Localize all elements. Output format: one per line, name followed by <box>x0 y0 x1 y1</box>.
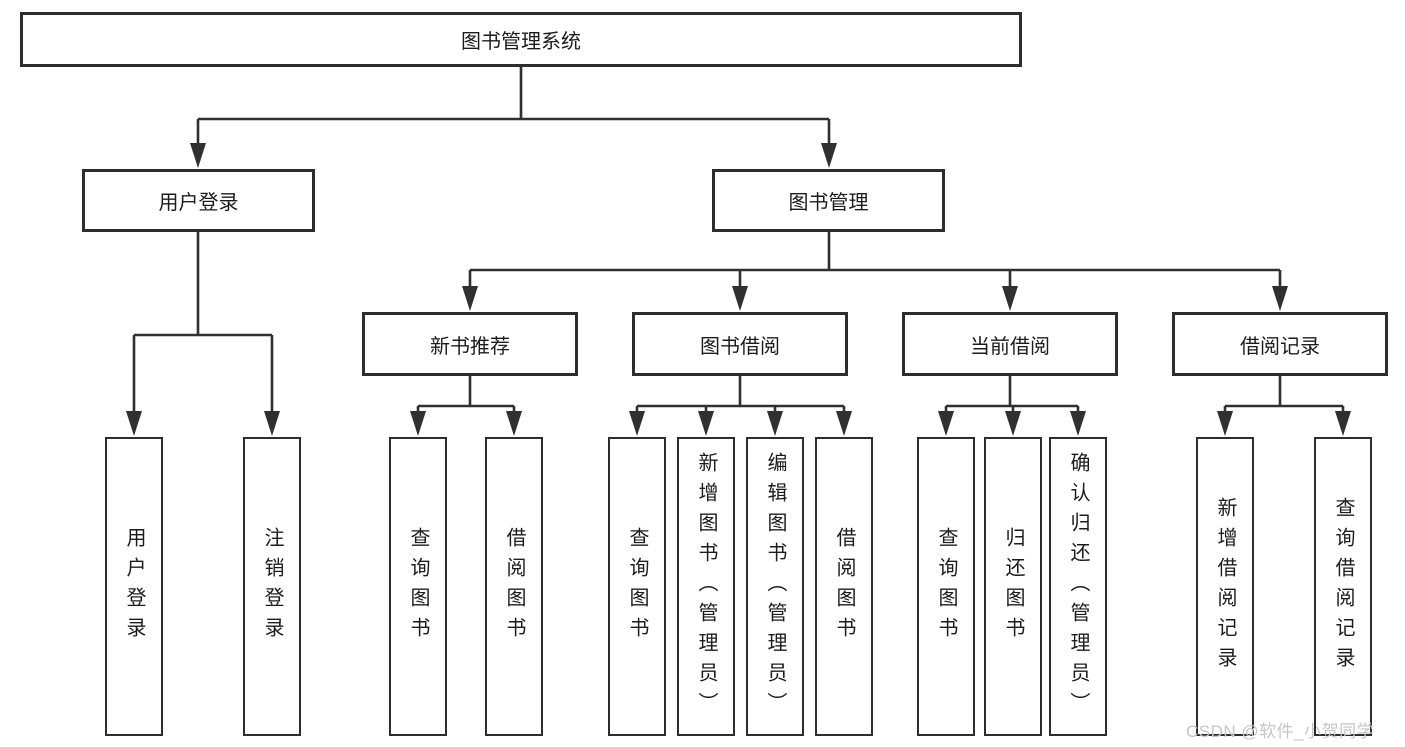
node-book-borrowing: 图书借阅 <box>632 312 848 376</box>
leaf-edit-book-admin: 编辑图书（管理员） <box>746 437 804 736</box>
leaf-borrow-book-recommend: 借阅图书 <box>485 437 543 736</box>
leaf-user-login: 用户登录 <box>105 437 163 736</box>
node-label: 注销登录 <box>261 526 283 647</box>
node-new-book-recommend: 新书推荐 <box>362 312 578 376</box>
node-label: 图书管理 <box>788 192 869 214</box>
node-label: 查询借阅记录 <box>1332 496 1354 677</box>
leaf-query-book-borrowing: 查询图书 <box>608 437 666 736</box>
leaf-add-borrow-record: 新增借阅记录 <box>1196 437 1254 736</box>
leaf-query-book-recommend: 查询图书 <box>389 437 447 736</box>
leaf-add-book-admin: 新增图书（管理员） <box>677 437 735 736</box>
node-book-management: 图书管理 <box>712 169 945 232</box>
node-label: 图书借阅 <box>700 335 780 358</box>
node-library-system: 图书管理系统 <box>20 12 1022 67</box>
csdn-watermark: CSDN @软件_小贺同学 <box>1186 722 1375 741</box>
leaf-borrow-book: 借阅图书 <box>815 437 873 736</box>
node-label: 借阅记录 <box>1240 335 1320 358</box>
node-label: 用户登录 <box>158 192 239 214</box>
node-label: 新增图书（管理员） <box>695 451 717 722</box>
node-label: 新增借阅记录 <box>1214 496 1236 677</box>
node-label: 借阅图书 <box>503 526 525 647</box>
node-label: 用户登录 <box>123 526 145 647</box>
leaf-query-book-current: 查询图书 <box>917 437 975 736</box>
node-label: 查询图书 <box>935 526 957 647</box>
node-label: 查询图书 <box>626 526 648 647</box>
node-user-login: 用户登录 <box>82 169 315 232</box>
leaf-query-borrow-record: 查询借阅记录 <box>1314 437 1372 736</box>
leaf-logout: 注销登录 <box>243 437 301 736</box>
node-label: 查询图书 <box>407 526 429 647</box>
node-label: 图书管理系统 <box>461 31 581 53</box>
node-label: 借阅图书 <box>833 526 855 647</box>
node-label: 编辑图书（管理员） <box>764 451 786 722</box>
node-label: 新书推荐 <box>430 335 510 358</box>
node-label: 归还图书 <box>1002 526 1024 647</box>
node-borrowing-records: 借阅记录 <box>1172 312 1388 376</box>
leaf-return-book: 归还图书 <box>984 437 1042 736</box>
node-current-borrowing: 当前借阅 <box>902 312 1118 376</box>
leaf-confirm-return-admin: 确认归还（管理员） <box>1049 437 1107 736</box>
node-label: 当前借阅 <box>970 335 1050 358</box>
node-label: 确认归还（管理员） <box>1067 451 1089 722</box>
